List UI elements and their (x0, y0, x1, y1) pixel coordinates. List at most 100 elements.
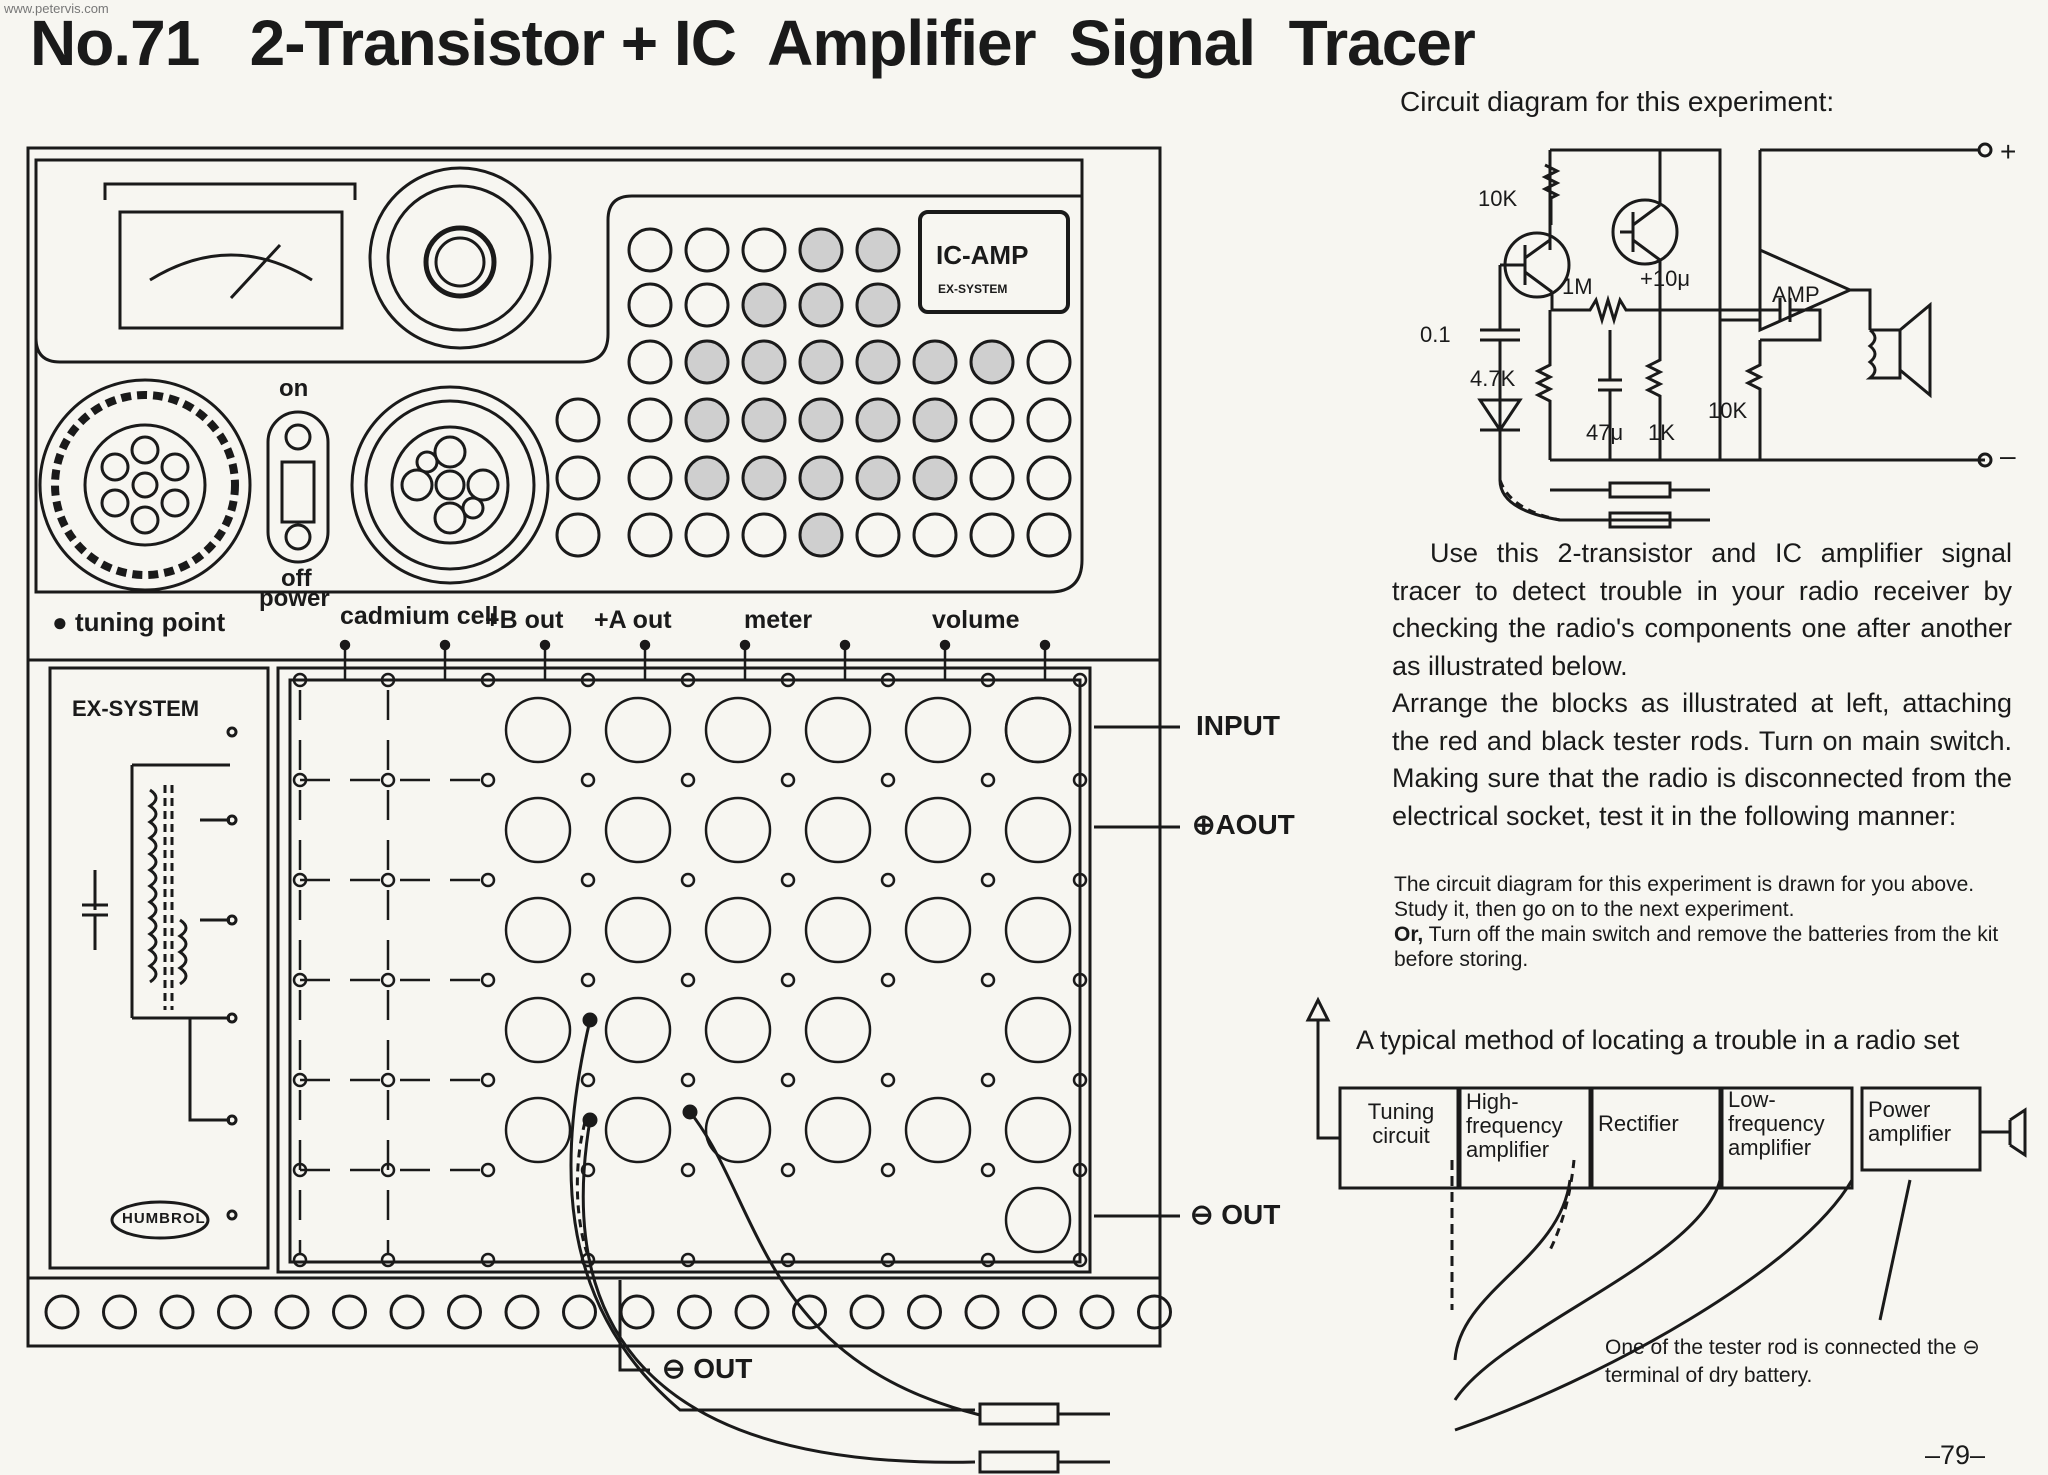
terminal-label-bout: +B out (485, 606, 564, 634)
grid-dot (480, 672, 496, 688)
socket (684, 512, 730, 558)
socket (855, 397, 901, 443)
component-block (804, 696, 872, 764)
circuit-label-10k: 10K (1478, 186, 1518, 211)
grid-dot (480, 972, 496, 988)
socket (969, 455, 1015, 501)
socket (741, 512, 787, 558)
circuit-label-plus: + (2000, 136, 2017, 167)
socket (798, 339, 844, 385)
grid-dot (980, 1252, 996, 1268)
socket (849, 1294, 885, 1330)
terminal-label-cadmium: cadmium cell (340, 602, 499, 630)
power-off-label: off (281, 565, 312, 592)
ic-amp-badge (918, 210, 1070, 314)
socket (741, 227, 787, 273)
socket (741, 339, 787, 385)
grid-dot (480, 1252, 496, 1268)
component-block (504, 696, 572, 764)
socket (1026, 339, 1072, 385)
component-block (504, 996, 572, 1064)
socket (684, 227, 730, 273)
grid-dot (680, 972, 696, 988)
component-block (1004, 1096, 1072, 1164)
circuit-label-minus: – (2000, 440, 2016, 471)
socket (684, 282, 730, 328)
socket (684, 397, 730, 443)
terminal-ticks (339, 639, 1051, 680)
component-block (1004, 996, 1072, 1064)
terminal-dot (1039, 639, 1051, 651)
grid-dot (580, 772, 596, 788)
component-block (604, 796, 672, 864)
socket (741, 282, 787, 328)
circuit-diagram (1477, 142, 1993, 529)
component-block (704, 696, 772, 764)
method-caption: A typical method of locating a trouble i… (1356, 1025, 1960, 1055)
grid-dot (680, 872, 696, 888)
note-line: Turn off the main switch and remove the … (1394, 923, 1999, 971)
note-line: The circuit diagram for this experiment … (1394, 873, 1975, 921)
top-panel (34, 158, 1084, 594)
breadboard (276, 666, 1092, 1274)
grid-dot (780, 1162, 796, 1178)
socket (912, 339, 958, 385)
watermark: www.petervis.com (4, 1, 109, 16)
transformer-panel (48, 666, 270, 1270)
component-block (604, 996, 672, 1064)
component-block (504, 896, 572, 964)
socket (1137, 1294, 1172, 1330)
grid-dot (480, 772, 496, 788)
grid-dot (680, 1072, 696, 1088)
socket (855, 339, 901, 385)
ic-amp-sub: EX-SYSTEM (938, 282, 1008, 296)
terminal-dot (539, 639, 551, 651)
grid-dot (980, 772, 996, 788)
socket (627, 512, 673, 558)
component-block (504, 1096, 572, 1164)
ex-system-label: EX-SYSTEM (72, 696, 200, 721)
socket (798, 227, 844, 273)
component-block (704, 796, 772, 864)
socket (855, 282, 901, 328)
power-label: power (259, 585, 330, 612)
bottom-out-label: ⊖ OUT (662, 1353, 753, 1384)
paragraph: Use this 2-transistor and IC amplifier s… (1392, 538, 2012, 681)
circuit-label-01: 0.1 (1420, 322, 1451, 347)
socket (969, 512, 1015, 558)
socket (627, 397, 673, 443)
terminal-dot (439, 639, 451, 651)
terminal-label-volume: volume (932, 606, 1020, 634)
grid-dot (1072, 1252, 1088, 1268)
socket (855, 227, 901, 273)
grid-dot (780, 772, 796, 788)
grid-dot (292, 1252, 308, 1268)
circuit-label-1m: 1M (1562, 274, 1593, 299)
terminal-dot (939, 639, 951, 651)
component-block (804, 896, 872, 964)
circuit-label-10u: +10μ (1640, 266, 1690, 291)
speaker-icon (368, 166, 552, 350)
circuit-label-47u: 47μ (1586, 420, 1624, 445)
socket (389, 1294, 425, 1330)
component-block (704, 996, 772, 1064)
page-title: No.71 2-Transistor + IC Amplifier Signal… (30, 7, 1476, 79)
note-or: Or, (1394, 923, 1424, 946)
meter-icon (103, 182, 357, 330)
grid-dot (980, 1162, 996, 1178)
component-block (704, 896, 772, 964)
circuit-label-amp: AMP (1772, 282, 1820, 307)
socket (1079, 1294, 1115, 1330)
paragraph: Arrange the blocks as illustrated at lef… (1392, 688, 2012, 831)
grid-dot (880, 972, 896, 988)
grid-dot (480, 872, 496, 888)
socket (447, 1294, 482, 1330)
component-block (804, 1096, 872, 1164)
grid-dot (380, 772, 396, 788)
block-power-amp: Power amplifier (1868, 1097, 1952, 1146)
grid-dot (980, 872, 996, 888)
socket (741, 397, 787, 443)
grid-dot (880, 1162, 896, 1178)
socket (1022, 1294, 1057, 1330)
socket (677, 1294, 712, 1330)
